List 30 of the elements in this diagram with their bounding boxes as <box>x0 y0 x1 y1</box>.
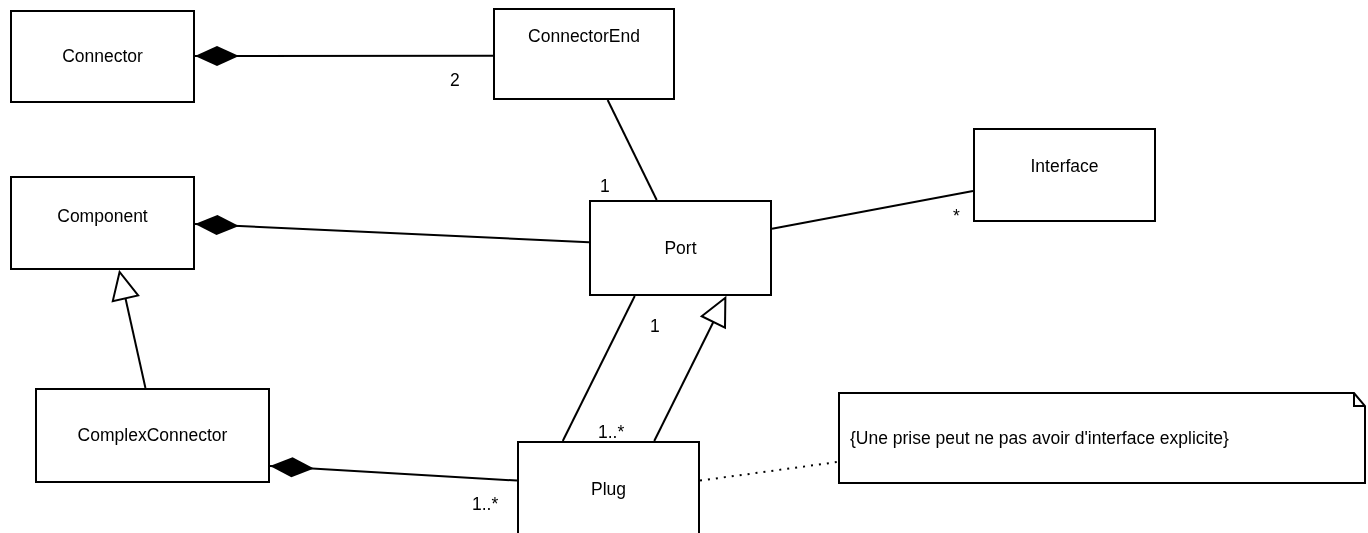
note-text: {Une prise peut ne pas avoir d'interface explicite} <box>850 427 1229 449</box>
class-name: Port <box>664 237 697 259</box>
association-line <box>606 99 658 201</box>
multiplicity-label: 1..* <box>598 422 625 443</box>
class-name: Plug <box>591 479 626 500</box>
class-name: ComplexConnector <box>77 425 228 446</box>
multiplicity-label: * <box>953 206 960 227</box>
class-name: ConnectorEnd <box>528 26 640 47</box>
generalization-arrow <box>653 296 727 442</box>
composition-line <box>194 46 494 66</box>
association-line <box>771 190 974 230</box>
association-line <box>561 295 636 442</box>
composition-line <box>194 214 590 244</box>
class-name: Interface <box>1030 156 1099 177</box>
multiplicity-label: 1 <box>600 176 610 197</box>
multiplicity-label: 1 <box>650 316 660 337</box>
class-box <box>35 388 270 483</box>
class-name: Component <box>57 206 148 227</box>
class-box <box>10 10 195 103</box>
composition-line <box>269 457 518 482</box>
multiplicity-label: 1..* <box>472 494 499 515</box>
class-name: Connector <box>62 46 143 67</box>
generalization-arrow <box>111 270 147 389</box>
class-box <box>973 128 1156 222</box>
class-box <box>517 441 700 533</box>
class-box <box>10 176 195 270</box>
class-box <box>589 200 772 296</box>
class-box <box>493 8 675 100</box>
multiplicity-label: 2 <box>450 70 460 91</box>
note <box>838 392 1366 484</box>
